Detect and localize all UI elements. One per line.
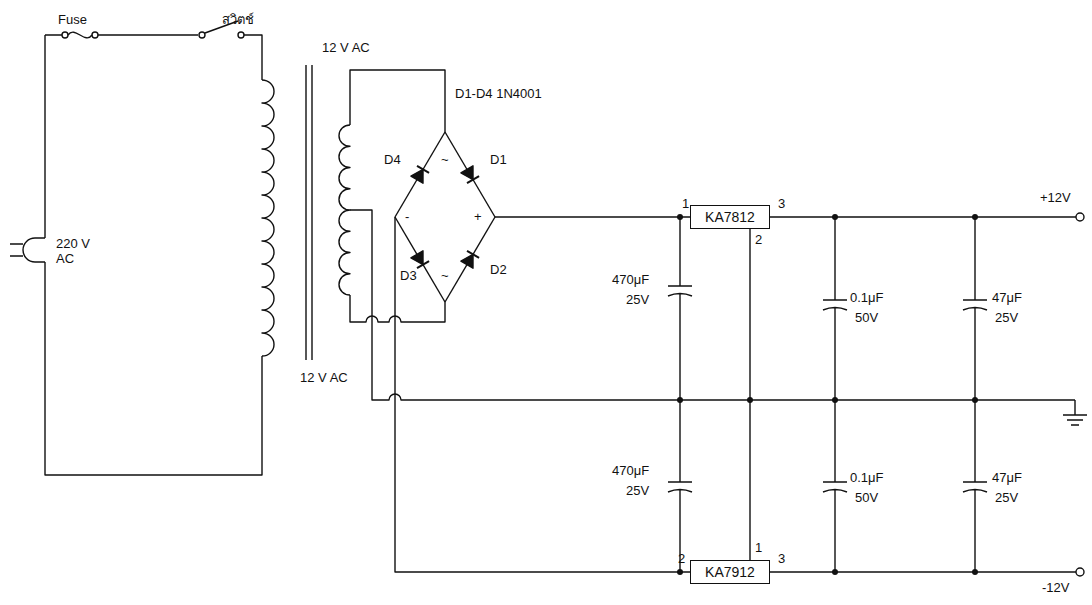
switch-terminal [199,32,205,38]
diode-bar [417,166,429,173]
mains-wire [45,35,262,475]
circuit-label: D1 [490,152,507,167]
circuit-label: 25V [995,490,1018,505]
diode-lead [395,217,445,302]
fuse-terminal [62,32,68,38]
capacitor-symbol [963,217,987,400]
pin-number: 1 [755,540,762,555]
capacitor-symbol [963,400,987,572]
circuit-label: D1-D4 1N4001 [455,86,542,101]
circuit-label: D4 [384,152,401,167]
circuit-label: 25V [626,483,649,498]
transformer-core [306,65,312,360]
circuit-label: 220 V AC [56,236,100,266]
circuit-label: สวิตช์ [222,12,254,27]
circuit-label: 470μF [612,272,649,287]
circuit-label: -12V [1042,580,1069,595]
pin-number: 2 [755,232,762,247]
diode-lead [395,132,445,217]
common-wire [749,229,750,560]
junction-dot [677,569,683,575]
junction-dot [972,569,978,575]
diode-bar [467,251,479,258]
regulator-ic: KA7912 [690,560,770,584]
capacitor-symbol [823,217,847,400]
circuit-label: 0.1μF [850,470,884,485]
circuit-label: 50V [855,310,878,325]
diode-symbol [411,251,423,265]
junction-dot [832,214,838,220]
diode-bar [417,261,429,268]
ground-symbol [1063,400,1087,425]
fuse-terminal [92,32,98,38]
secondary-wire [350,70,445,132]
pin-number: 3 [778,551,785,566]
output-terminal [1076,568,1084,576]
circuit-label: 12 V AC [322,40,370,55]
circuit-label: 25V [626,292,649,307]
junction-dot [972,214,978,220]
plug-symbol [10,238,45,262]
circuit-label: 47μF [992,290,1022,305]
switch-terminal [238,32,244,38]
circuit-label: Fuse [58,12,87,27]
secondary-coil [339,125,350,295]
pin-number: 2 [678,551,685,566]
circuit-label: 470μF [612,463,649,478]
pin-number: 1 [682,196,689,211]
junction-dot [677,397,683,403]
junction-dot [832,397,838,403]
diode-lead [445,217,495,302]
diode-lead [445,132,495,217]
junction-dot [832,569,838,575]
center-tap-wire [350,210,1075,400]
circuit-label: 0.1μF [850,290,884,305]
ic-name: KA7912 [705,564,755,580]
circuit-label: 47μF [992,470,1022,485]
mains-wire [45,35,262,80]
positive-rail [495,216,1076,217]
fuse-symbol [68,32,92,38]
capacitor-symbol [668,217,692,400]
output-terminal [1076,213,1084,221]
circuit-label: + [474,209,482,224]
junction-dot [677,214,683,220]
ic-name: KA7812 [705,209,755,225]
circuit-label: D3 [400,268,417,283]
circuit-label: 25V [995,310,1018,325]
primary-coil [262,80,274,356]
secondary-wire [350,295,445,322]
negative-rail [395,217,1076,572]
capacitor-symbol [668,400,692,572]
circuit-label: 50V [855,490,878,505]
circuit-label: D2 [490,262,507,277]
diode-bar [467,176,479,183]
circuit-label: ~ [441,268,449,283]
diode-symbol [411,169,423,183]
capacitor-symbol [823,400,847,572]
circuit-label: +12V [1040,190,1071,205]
diode-symbol [461,254,473,268]
pin-number: 3 [778,196,785,211]
circuit-label: ~ [441,152,449,167]
circuit-label: 12 V AC [300,370,348,385]
regulator-ic: KA7812 [690,205,770,229]
diode-symbol [461,166,473,180]
circuit-label: - [405,209,409,224]
junction-dot [972,397,978,403]
